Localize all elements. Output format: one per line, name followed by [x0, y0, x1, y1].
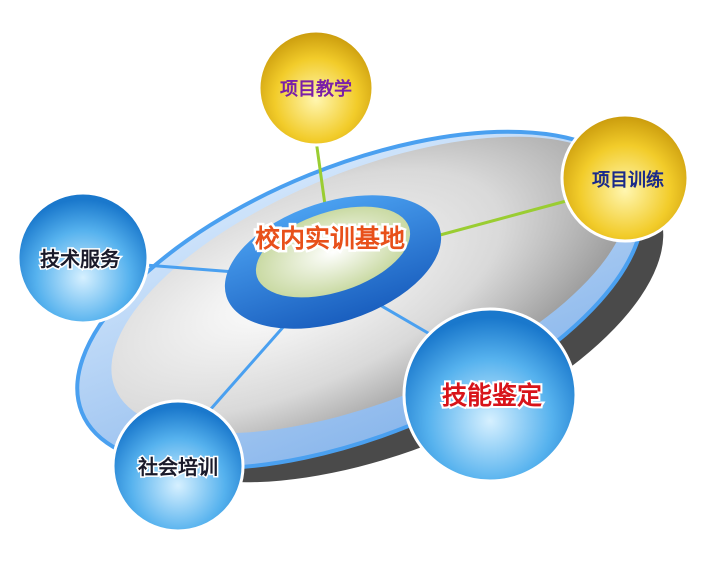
connector-project-teaching [314, 139, 327, 206]
node-technical-service[interactable]: 技术服务 [16, 191, 150, 325]
node-project-teaching[interactable]: 项目教学 [257, 29, 375, 147]
connector-lines [144, 139, 571, 411]
node-label: 社会培训 [137, 455, 218, 479]
node-skill-appraisal[interactable]: 技能鉴定 [402, 307, 578, 483]
node-label: 项目教学 [280, 78, 352, 100]
center-label: 校内实训基地 [255, 224, 405, 253]
connector-social-training [208, 324, 287, 411]
node-label: 技能鉴定 [442, 381, 542, 410]
node-label: 技术服务 [40, 247, 121, 271]
node-label: 项目训练 [592, 169, 664, 191]
connector-technical-service [144, 263, 236, 274]
node-social-training[interactable]: 社会培训 [111, 399, 245, 533]
connector-project-training [439, 198, 571, 237]
center-hub: 校内实训基地 [224, 195, 442, 329]
node-project-training[interactable]: 项目训练 [560, 113, 690, 243]
